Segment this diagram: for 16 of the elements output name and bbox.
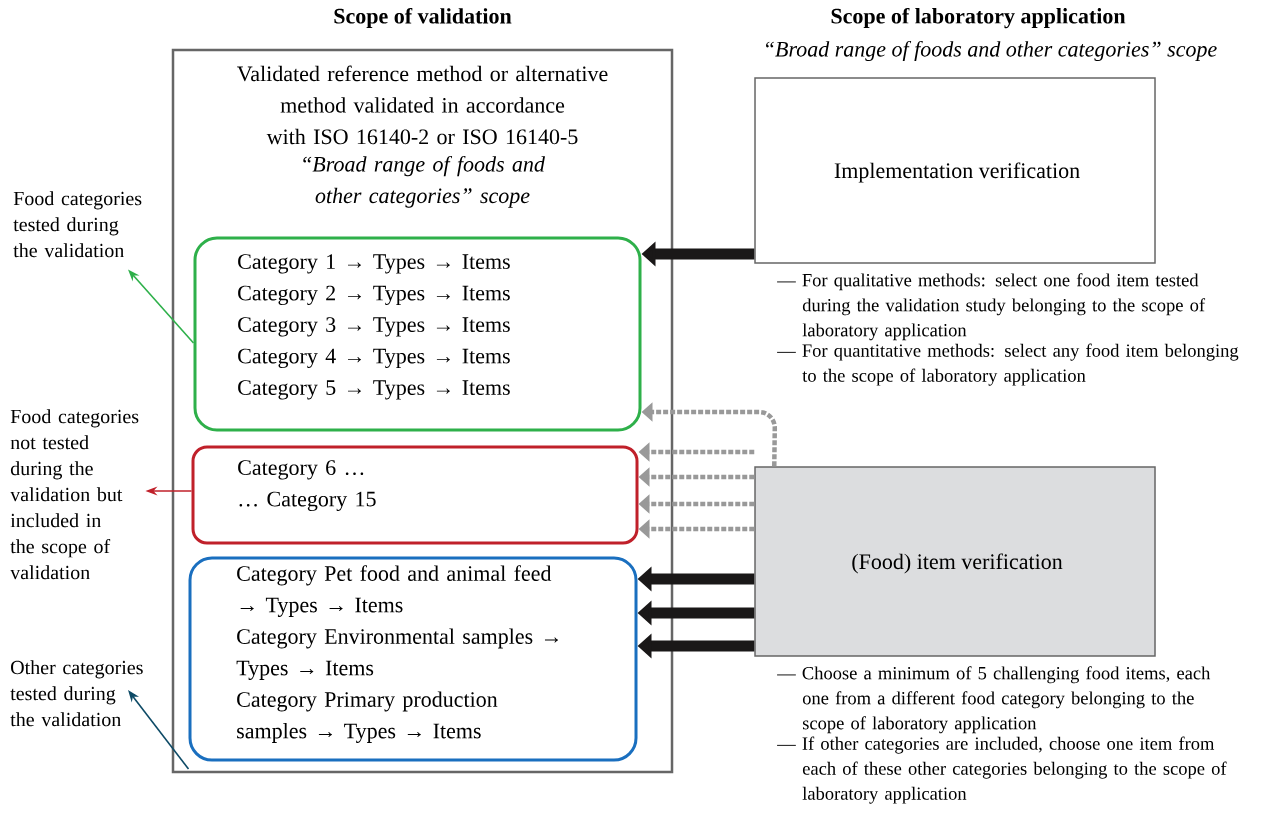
bullet-note: — For quantitative methods: select any food item belonging to the scope of laboratory application (777, 343, 1239, 386)
scope-text: “Broad range of foods and other categories” scope (303, 155, 545, 208)
category-box: Category Pet food and animal feed → Types → Items Category Environmental samples → Types → Items Category Primary production samples → Types → Items (188, 556, 638, 762)
heading: Scope of validation (334, 7, 512, 29)
category-box: Category 1 → Types → Items Category 2 → Types → Items Category 3 → Types → Items Category 4 → Types → Items Category 5 → Types → Items (193, 236, 642, 432)
bullet-note: — If other categories are included, choose one item from each of these other categories belonging to the scope of laboratory application (777, 736, 1227, 804)
bullet-note: — Choose a minimum of 5 challenging food items, each one from a different food category belonging to the scope of laboratory application (777, 666, 1211, 734)
side-note: Food categories not tested during the validation but included in the scope of validation (10, 409, 139, 580)
bullet-note: — For qualitative methods: select one food item tested during the validation study belonging to the scope of laboratory application (777, 273, 1206, 341)
verification-box: (Food) item verification (754, 466, 1156, 657)
side-note: Food categories tested during the validation (13, 191, 142, 258)
category-box: Category 6 … … Category 15 (191, 445, 639, 545)
description-text: Validated reference method or alternative method validated in accordance with ISO 16140-2 or ISO 16140-5 (237, 65, 608, 145)
side-note: Other categories tested during the validation (10, 660, 143, 727)
column-heading: Scope of laboratory application (831, 7, 1126, 29)
verification-box: Implementation verification (754, 77, 1156, 264)
